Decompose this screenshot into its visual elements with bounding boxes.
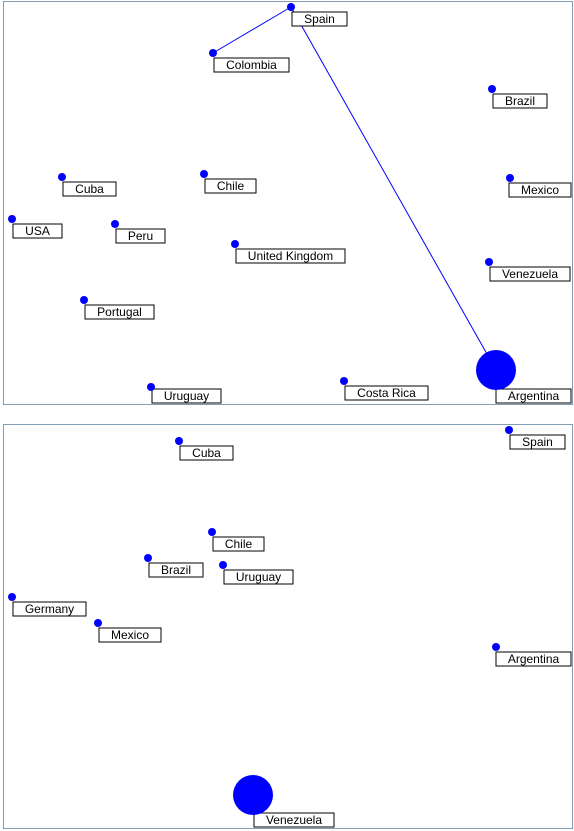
node-mexico[interactable]: Mexico [506, 174, 572, 198]
node-label-box-colombia [213, 57, 290, 73]
node-portugal[interactable]: Portugal [80, 296, 155, 320]
node-uruguay[interactable]: Uruguay [147, 383, 222, 404]
node-label-box-uruguay [223, 569, 294, 585]
node-dot-united-kingdom[interactable] [231, 240, 239, 248]
node-label-spain: Spain [304, 12, 335, 26]
node-label-peru: Peru [128, 229, 153, 243]
node-chile[interactable]: Chile [208, 528, 265, 552]
node-dot-venezuela[interactable] [485, 258, 493, 266]
node-germany[interactable]: Germany [8, 593, 87, 617]
node-dot-brazil[interactable] [144, 554, 152, 562]
node-label-box-united-kingdom [235, 248, 346, 264]
node-cuba[interactable]: Cuba [58, 173, 117, 197]
node-label-box-cuba [62, 181, 117, 197]
node-dot-uruguay[interactable] [219, 561, 227, 569]
node-label-mexico: Mexico [111, 628, 149, 642]
node-dot-mexico[interactable] [506, 174, 514, 182]
node-label-venezuela: Venezuela [266, 813, 322, 827]
node-dot-peru[interactable] [111, 220, 119, 228]
node-dot-uruguay[interactable] [147, 383, 155, 391]
node-label-box-spain [509, 434, 566, 450]
node-dot-usa[interactable] [8, 215, 16, 223]
edge-spain-argentina [290, 6, 497, 371]
node-colombia[interactable]: Colombia [209, 49, 290, 73]
node-label-cuba: Cuba [192, 446, 221, 460]
node-label-box-chile [212, 536, 265, 552]
node-label-box-argentina [495, 388, 572, 404]
node-label-box-mexico [508, 182, 572, 198]
node-label-brazil: Brazil [505, 94, 535, 108]
node-dot-argentina[interactable] [476, 350, 516, 390]
node-label-box-brazil [148, 562, 204, 578]
node-spain[interactable]: Spain [505, 426, 566, 450]
node-label-box-germany [12, 601, 87, 617]
node-dot-mexico[interactable] [94, 619, 102, 627]
node-dot-venezuela[interactable] [233, 775, 273, 815]
node-label-box-mexico [98, 627, 162, 643]
node-label-box-venezuela [489, 266, 571, 282]
node-brazil[interactable]: Brazil [144, 554, 204, 578]
node-label-box-spain [291, 11, 348, 27]
node-dot-spain[interactable] [505, 426, 513, 434]
node-uruguay[interactable]: Uruguay [219, 561, 294, 585]
node-dot-colombia[interactable] [209, 49, 217, 57]
node-label-argentina: Argentina [508, 389, 560, 403]
node-argentina[interactable]: Argentina [492, 643, 572, 667]
node-venezuela[interactable]: Venezuela [485, 258, 571, 282]
node-dot-portugal[interactable] [80, 296, 88, 304]
node-chile[interactable]: Chile [200, 170, 257, 194]
node-mexico[interactable]: Mexico [94, 619, 162, 643]
node-label-uruguay: Uruguay [164, 389, 209, 403]
node-label-box-brazil [492, 93, 548, 109]
node-venezuela[interactable]: Venezuela [233, 775, 335, 828]
node-label-box-portugal [84, 304, 155, 320]
node-label-spain: Spain [522, 435, 553, 449]
node-usa[interactable]: USA [8, 215, 63, 239]
node-label-chile: Chile [225, 537, 253, 551]
node-label-box-costa-rica [344, 385, 429, 401]
node-label-box-chile [204, 178, 257, 194]
node-label-argentina: Argentina [508, 652, 560, 666]
node-label-chile: Chile [217, 179, 245, 193]
node-label-box-uruguay [151, 388, 222, 404]
node-label-venezuela: Venezuela [502, 267, 558, 281]
node-label-box-cuba [179, 445, 234, 461]
node-dot-argentina[interactable] [492, 643, 500, 651]
node-argentina[interactable]: Argentina [476, 350, 572, 404]
node-dot-cuba[interactable] [175, 437, 183, 445]
node-dot-cuba[interactable] [58, 173, 66, 181]
node-label-mexico: Mexico [521, 183, 559, 197]
node-spain[interactable]: Spain [287, 3, 348, 27]
node-label-brazil: Brazil [161, 563, 191, 577]
node-dot-costa-rica[interactable] [340, 377, 348, 385]
node-label-usa: USA [25, 224, 50, 238]
node-label-uruguay: Uruguay [236, 570, 281, 584]
node-label-box-peru [115, 228, 166, 244]
node-label-portugal: Portugal [97, 305, 142, 319]
node-dot-germany[interactable] [8, 593, 16, 601]
node-brazil[interactable]: Brazil [488, 85, 548, 109]
node-dot-chile[interactable] [200, 170, 208, 178]
node-label-united-kingdom: United Kingdom [248, 249, 333, 263]
node-dot-spain[interactable] [287, 3, 295, 11]
node-label-box-usa [12, 223, 63, 239]
node-label-box-argentina [495, 651, 572, 667]
node-label-costa-rica: Costa Rica [357, 386, 416, 400]
node-peru[interactable]: Peru [111, 220, 166, 244]
node-costa-rica[interactable]: Costa Rica [340, 377, 429, 401]
node-label-germany: Germany [25, 602, 74, 616]
edge-colombia-spain [212, 6, 292, 54]
node-dot-chile[interactable] [208, 528, 216, 536]
node-cuba[interactable]: Cuba [175, 437, 234, 461]
node-label-cuba: Cuba [75, 182, 104, 196]
node-dot-brazil[interactable] [488, 85, 496, 93]
node-label-box-venezuela [253, 812, 335, 828]
node-united-kingdom[interactable]: United Kingdom [231, 240, 346, 264]
node-label-colombia: Colombia [226, 58, 277, 72]
